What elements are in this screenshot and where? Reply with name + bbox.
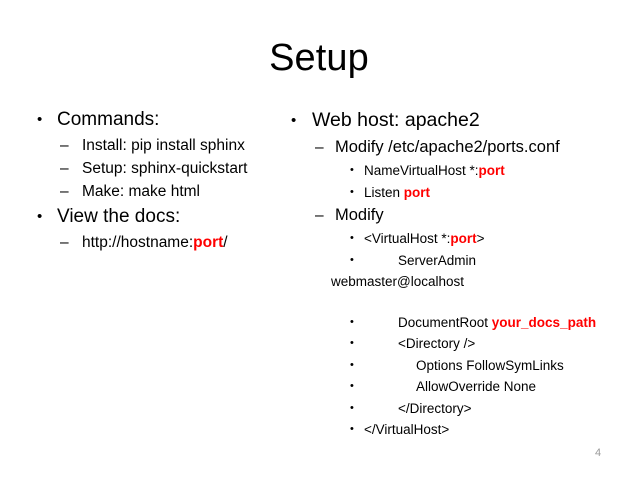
list-item-label: </VirtualHost> bbox=[364, 422, 450, 437]
list-item-serveradmin: • ServerAdmin webmaster@localhost bbox=[282, 250, 634, 293]
list-item-label: Setup: sphinx-quickstart bbox=[82, 160, 248, 177]
namevirtualhost-text: NameVirtualHost *: bbox=[364, 163, 479, 178]
list-item-documentroot: • DocumentRoot your_docs_path bbox=[282, 312, 634, 334]
right-content-column: • Web host: apache2 – Modify /etc/apache… bbox=[282, 106, 634, 441]
bullet-dot-icon: • bbox=[291, 112, 297, 129]
list-item-web-host: • Web host: apache2 bbox=[282, 106, 634, 135]
listen-text: Listen bbox=[364, 184, 404, 200]
list-item-label: NameVirtualHost *:port bbox=[364, 160, 634, 182]
page-number: 4 bbox=[594, 447, 602, 459]
list-item-listen: • Listen port bbox=[282, 182, 634, 204]
list-item-label: </Directory> bbox=[398, 400, 472, 416]
virtualhost-open-prefix: <VirtualHost *: bbox=[364, 231, 451, 246]
list-item-commands: • Commands: bbox=[24, 106, 292, 134]
bullet-dash-icon: – bbox=[60, 183, 69, 200]
list-item-label: Web host: apache2 bbox=[312, 109, 480, 131]
list-item-label: DocumentRoot your_docs_path bbox=[364, 312, 634, 334]
list-item-label: Modify bbox=[335, 206, 384, 224]
list-item-view-the-docs: • View the docs: bbox=[24, 203, 292, 231]
list-item-label: <VirtualHost *:port> bbox=[364, 228, 634, 250]
list-item-install: – Install: pip install sphinx bbox=[24, 134, 292, 157]
list-item-label: Commands: bbox=[57, 109, 160, 130]
bullet-small-dot-icon: • bbox=[350, 380, 354, 392]
page-title: Setup bbox=[269, 37, 369, 79]
list-item-modify-ports-conf: – Modify /etc/apache2/ports.conf bbox=[282, 135, 634, 160]
list-item-label: View the docs: bbox=[57, 206, 181, 227]
list-item-label: Make: make html bbox=[82, 183, 201, 200]
bullet-dash-icon: – bbox=[315, 207, 324, 224]
list-item-label: <Directory /> bbox=[398, 336, 476, 351]
list-item-label: ServerAdmin webmaster@localhost bbox=[331, 250, 634, 293]
bullet-dash-icon: – bbox=[315, 139, 324, 156]
bullet-small-dot-icon: • bbox=[350, 164, 354, 176]
blank-line-spacer bbox=[282, 293, 634, 312]
bullet-dash-icon: – bbox=[60, 234, 69, 251]
virtualhost-port-highlight: port bbox=[450, 231, 477, 246]
bullet-dash-icon: – bbox=[60, 160, 69, 177]
url-prefix: http://hostname: bbox=[82, 234, 194, 251]
list-item-directory-open: • <Directory /> bbox=[282, 333, 634, 355]
url-suffix: / bbox=[223, 234, 228, 251]
options-text: Options FollowSymLinks bbox=[416, 357, 564, 373]
list-item-directory-close: • </Directory> bbox=[282, 398, 634, 420]
virtualhost-open-suffix: > bbox=[476, 231, 485, 246]
serveradmin-text: ServerAdmin bbox=[398, 252, 477, 268]
listen-port-highlight: port bbox=[403, 184, 431, 200]
serveradmin-wrap-text: webmaster@localhost bbox=[331, 274, 465, 289]
documentroot-value-highlight: your_docs_path bbox=[491, 314, 597, 330]
list-item-docs-url: – http://hostname:port/ bbox=[24, 231, 292, 254]
bullet-small-dot-icon: • bbox=[350, 337, 354, 349]
list-item-allowoverride: • AllowOverride None bbox=[282, 376, 634, 398]
list-item-label: Modify /etc/apache2/ports.conf bbox=[335, 138, 560, 156]
bullet-small-dot-icon: • bbox=[350, 423, 354, 435]
bullet-dot-icon: • bbox=[37, 111, 43, 128]
list-item-options: • Options FollowSymLinks bbox=[282, 355, 634, 377]
list-item-virtualhost-close: • </VirtualHost> bbox=[282, 419, 634, 441]
namevirtualhost-port-highlight: port bbox=[478, 163, 505, 178]
bullet-dash-icon: – bbox=[60, 137, 69, 154]
bullet-small-dot-icon: • bbox=[350, 401, 354, 414]
list-item-label: AllowOverride None bbox=[364, 376, 634, 398]
list-item-label: Listen port bbox=[364, 182, 634, 204]
bullet-small-dot-icon: • bbox=[350, 315, 354, 328]
list-item-namevirtualhost: • NameVirtualHost *:port bbox=[282, 160, 634, 182]
bullet-dot-icon: • bbox=[37, 208, 43, 225]
list-item-modify: – Modify bbox=[282, 203, 634, 228]
list-item-make: – Make: make html bbox=[24, 180, 292, 203]
list-item-virtualhost-open: • <VirtualHost *:port> bbox=[282, 228, 634, 250]
list-item-label: http://hostname:port/ bbox=[82, 231, 292, 254]
url-port-highlight: port bbox=[193, 234, 224, 251]
list-item-setup: – Setup: sphinx-quickstart bbox=[24, 157, 292, 180]
allowoverride-text: AllowOverride None bbox=[416, 379, 537, 394]
list-item-label: Options FollowSymLinks bbox=[364, 355, 634, 377]
left-content-column: • Commands: – Install: pip install sphin… bbox=[24, 106, 292, 254]
documentroot-text: DocumentRoot bbox=[398, 314, 492, 330]
bullet-small-dot-icon: • bbox=[350, 232, 354, 244]
bullet-small-dot-icon: • bbox=[350, 253, 354, 266]
list-item-label: Install: pip install sphinx bbox=[82, 137, 245, 154]
bullet-small-dot-icon: • bbox=[350, 185, 354, 198]
bullet-small-dot-icon: • bbox=[350, 358, 354, 371]
